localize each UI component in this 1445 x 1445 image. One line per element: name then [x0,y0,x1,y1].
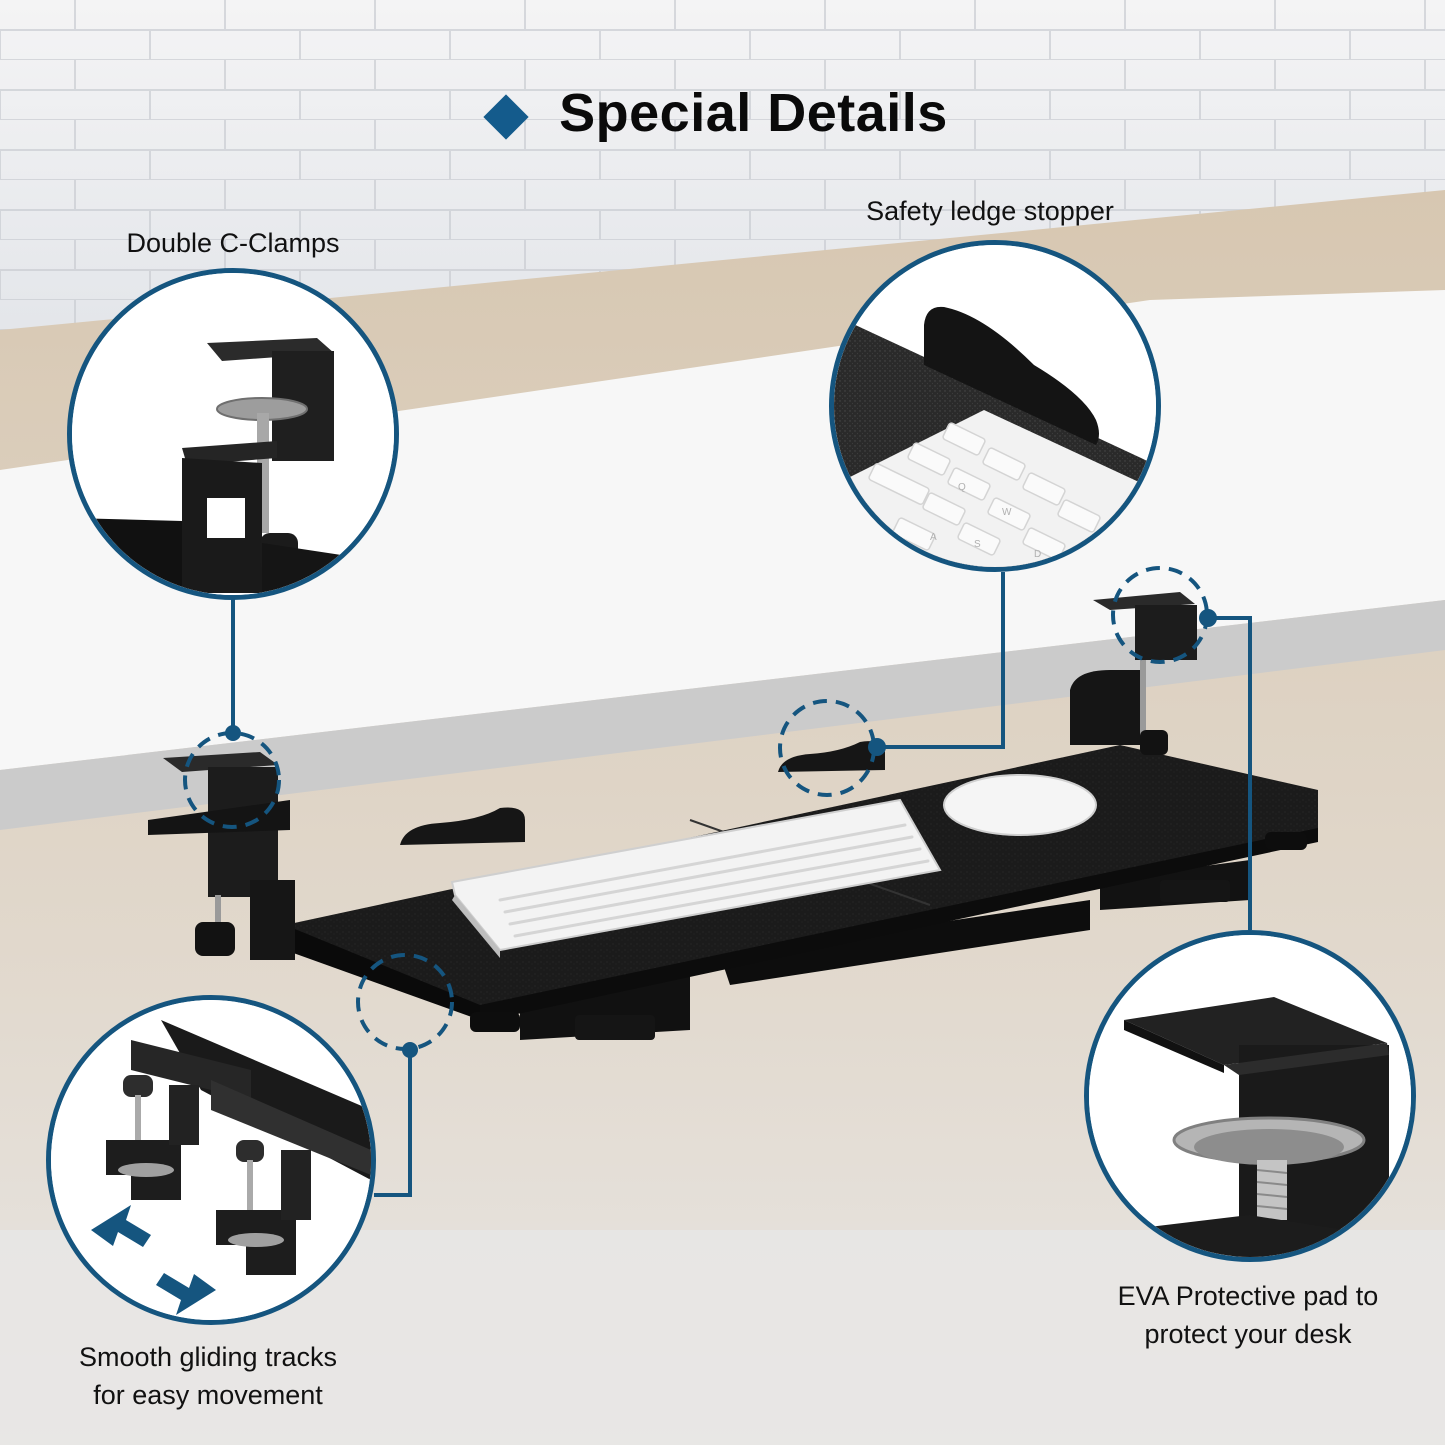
connector-gliding-track [374,1050,412,1197]
ledge-stopper-left [400,807,525,845]
key-q: Q [958,482,966,493]
keyboard [450,798,942,958]
connector-right-clamp [1208,616,1252,930]
double-arrow-icon [91,1205,216,1315]
right-clamp [1070,592,1197,755]
feature-label-eva-line1: EVA Protective pad to [1117,1281,1379,1311]
eva-pad-closeup-icon [1089,935,1411,1257]
desk-edge [0,600,1445,830]
feature-label-gliding-line1: Smooth gliding tracks [78,1342,338,1372]
page-title-text: Special Details [559,83,948,143]
ledge-stopper-right [778,741,885,772]
key-d: D [1034,549,1041,560]
detail-circle-safety-ledge-stopper: Q W A S D [829,240,1161,572]
page-title: Special Details [0,82,1445,144]
detail-circle-double-c-clamps [67,268,399,600]
key-a: A [930,532,937,543]
connector-ledge-stopper [874,572,1005,749]
feature-label-safety-ledge-stopper: Safety ledge stopper [866,196,1114,226]
ledge-stopper-closeup-icon: Q W A S D [834,245,1156,567]
detail-circle-eva-protective-pad [1084,930,1416,1262]
feature-label-gliding-line2: for easy movement [93,1380,323,1410]
key-w: W [1002,507,1012,518]
feature-label-double-c-clamps: Double C-Clamps [126,228,340,258]
key-s: S [974,539,981,550]
left-clamp [148,752,295,960]
mouse [943,774,1097,836]
highlight-left-clamp [183,731,281,829]
feature-label-eva-line2: protect your desk [1144,1319,1352,1349]
gliding-track-closeup-icon [51,1000,371,1320]
c-clamp-closeup-icon [72,273,394,595]
detail-circle-smooth-gliding-tracks [46,995,376,1325]
